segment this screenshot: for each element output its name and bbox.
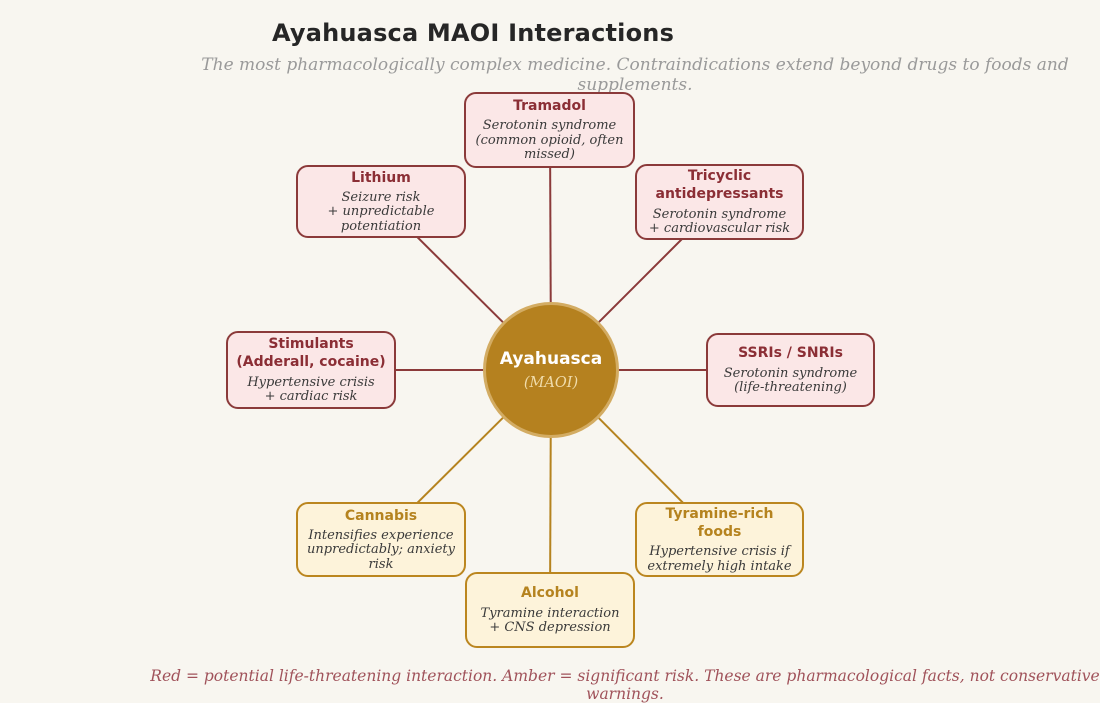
legend-footer: Red = potential life-threatening interac… [150, 667, 1100, 703]
node-title: Tramadol [513, 98, 586, 115]
node-ssris-snris: SSRIs / SNRIs Serotonin syndrome (life-t… [706, 333, 875, 407]
node-stimulants: Stimulants (Adderall, cocaine) Hypertens… [226, 331, 396, 409]
page-subtitle: The most pharmacologically complex medic… [201, 55, 1069, 95]
node-body: Serotonin syndrome (life-threatening) [723, 365, 858, 396]
node-title: Lithium [351, 169, 411, 186]
center-node-ayahuasca: Ayahuasca (MAOI) [483, 302, 619, 438]
node-body: Serotonin syndrome (common opioid, often… [475, 118, 624, 163]
node-title: Alcohol [521, 585, 579, 602]
node-title: Tyramine-rich foods [665, 505, 774, 540]
node-body: Tyramine interaction + CNS depression [480, 605, 620, 636]
node-body: Serotonin syndrome + cardiovascular risk [648, 206, 791, 237]
node-lithium: Lithium Seizure risk + unpredictable pot… [296, 165, 466, 238]
node-body: Hypertensive crisis + cardiac risk [247, 374, 375, 405]
node-tricyclic-antidepressants: Tricyclic antidepressants Serotonin synd… [635, 164, 804, 240]
node-title: Tricyclic antidepressants [655, 168, 784, 203]
node-tramadol: Tramadol Serotonin syndrome (common opio… [464, 92, 635, 168]
node-cannabis: Cannabis Intensifies experience unpredic… [296, 502, 466, 577]
node-tyramine-rich-foods: Tyramine-rich foods Hypertensive crisis … [635, 502, 804, 577]
node-alcohol: Alcohol Tyramine interaction + CNS depre… [465, 572, 635, 648]
node-body: Seizure risk + unpredictable potentiatio… [327, 189, 435, 234]
node-title: Cannabis [344, 507, 418, 524]
node-title: Stimulants (Adderall, cocaine) [236, 336, 386, 371]
node-body: Hypertensive crisis if extremely high in… [647, 544, 792, 574]
center-node-subtitle: (MAOI) [523, 375, 579, 391]
center-node-title: Ayahuasca [499, 349, 603, 369]
node-body: Intensifies experience unpredictably; an… [307, 527, 455, 572]
page-title: Ayahuasca MAOI Interactions [271, 19, 675, 47]
node-title: SSRIs / SNRIs [738, 345, 843, 362]
